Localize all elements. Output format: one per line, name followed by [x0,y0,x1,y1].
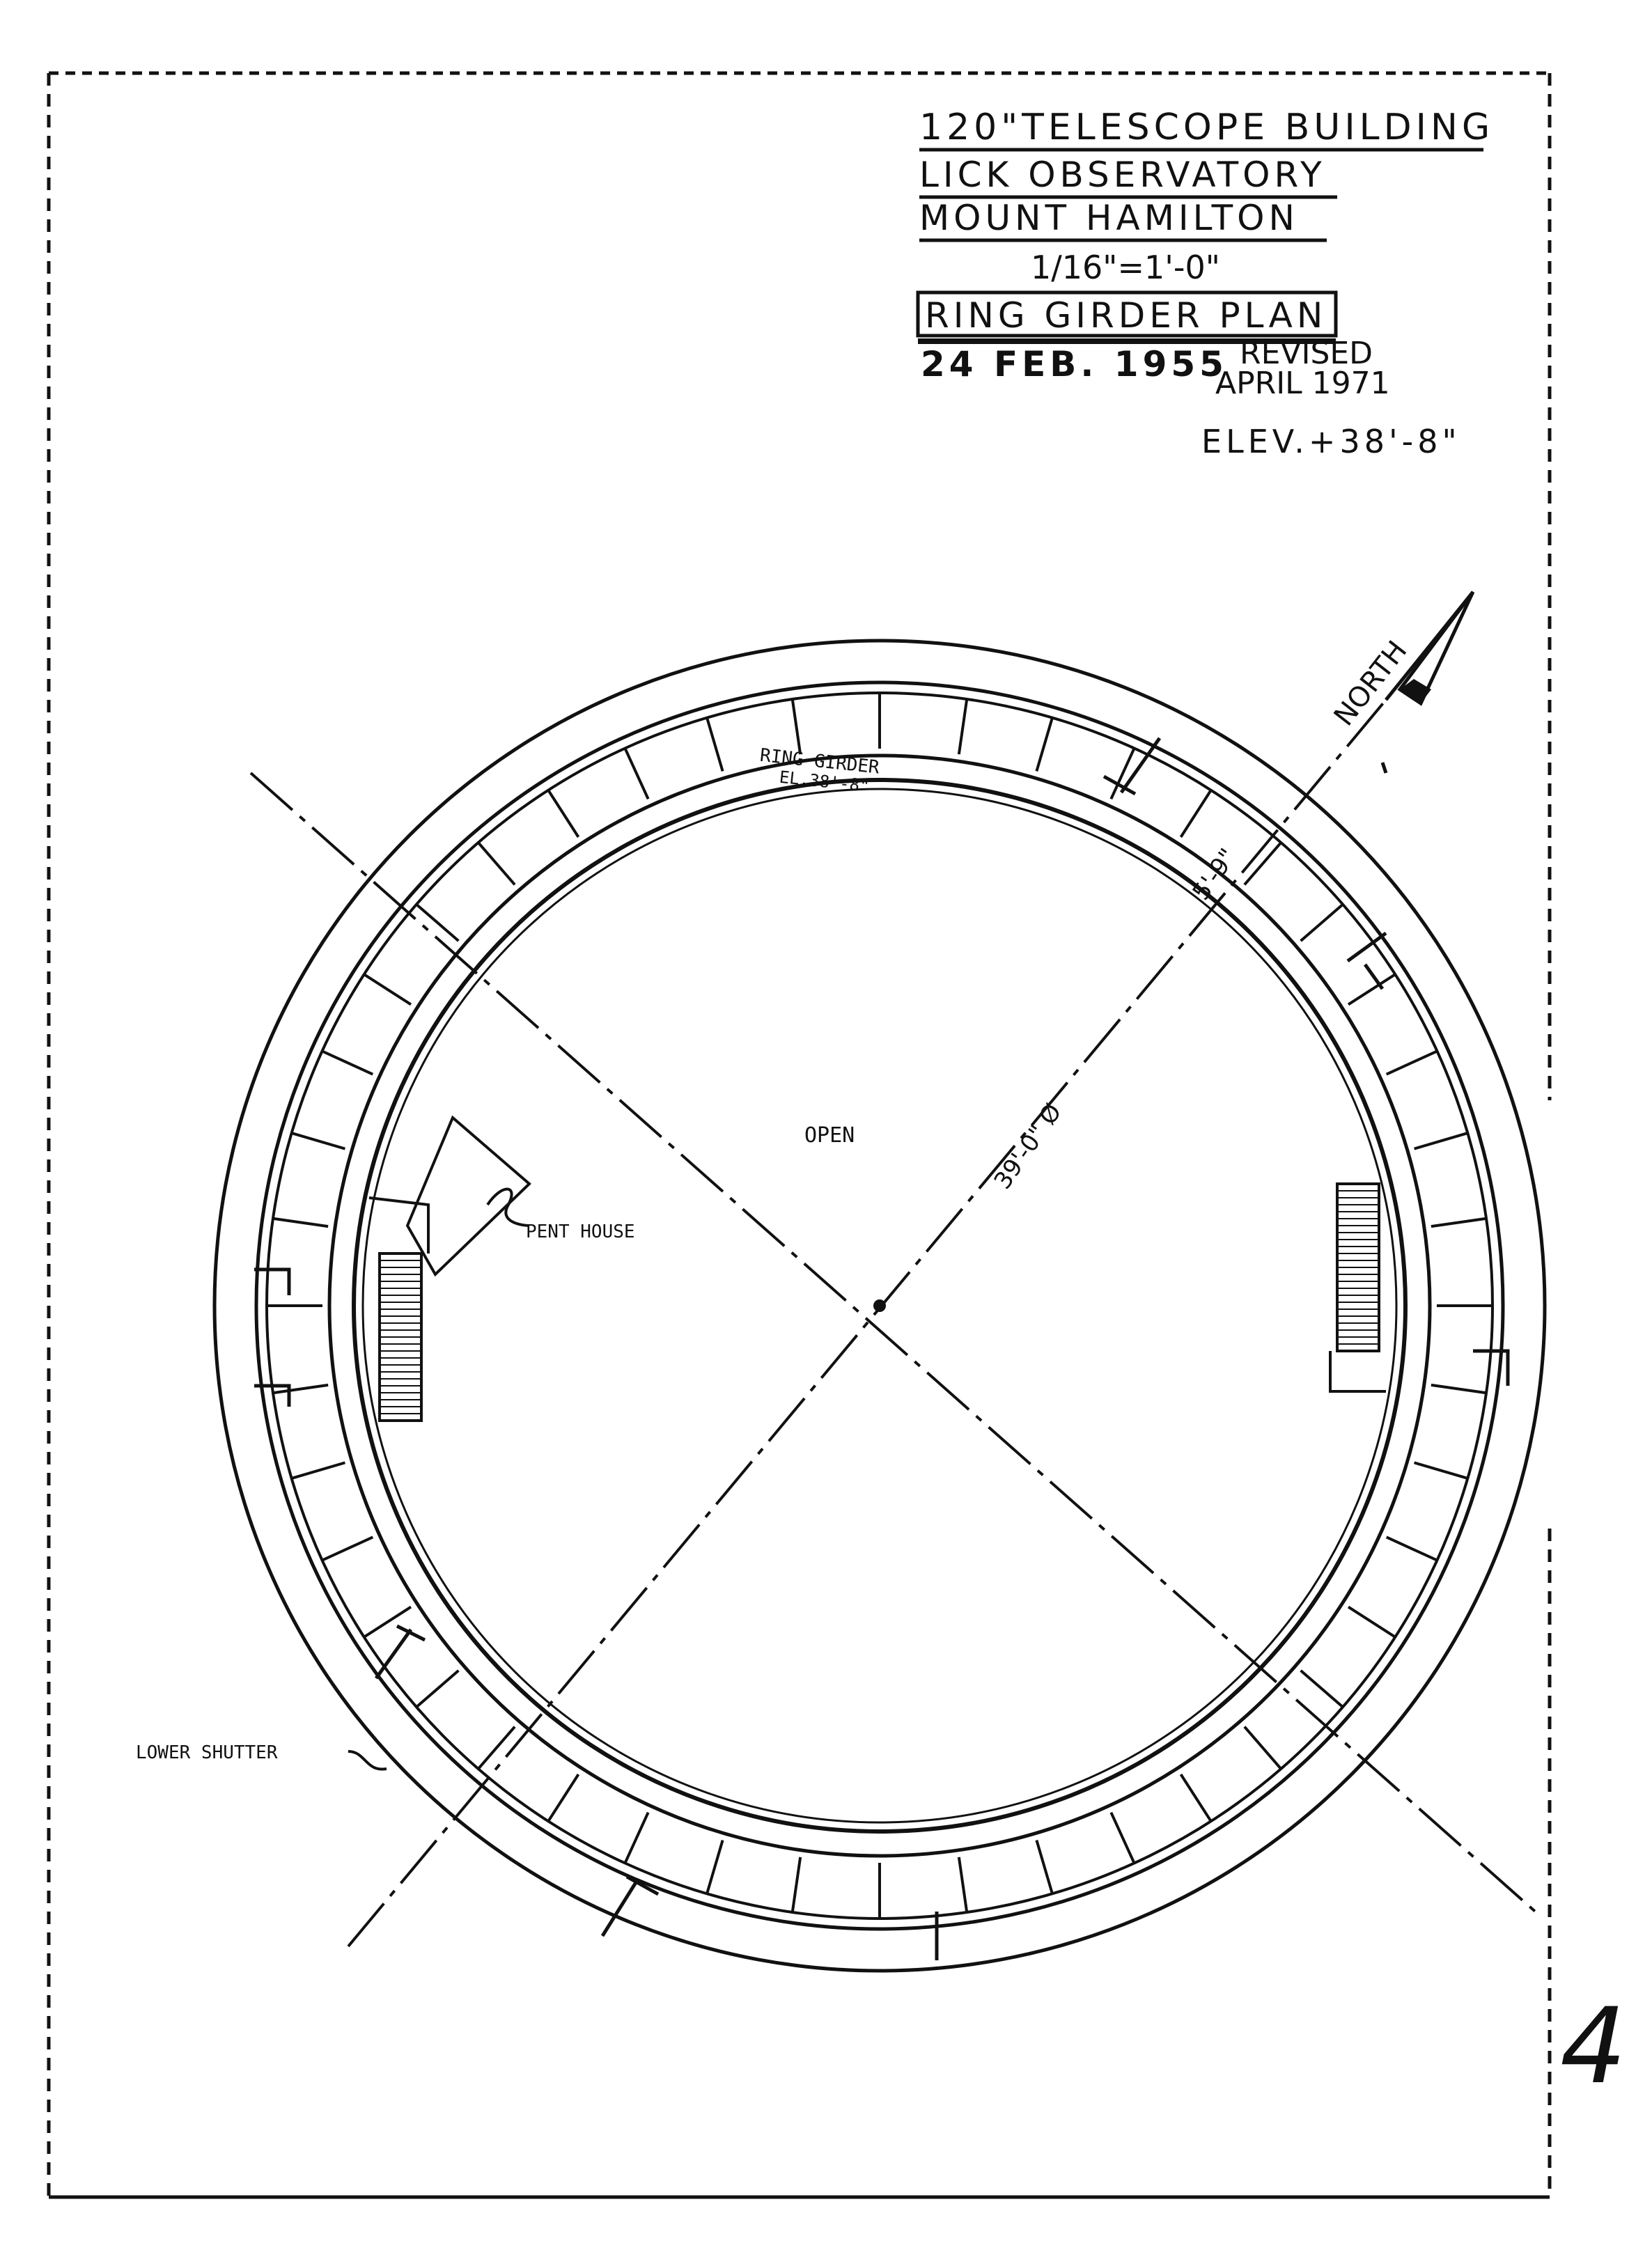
lower-shutter: LOWER SHUTTER [136,1742,387,1771]
girder-segment-tick [1431,1383,1487,1395]
ring-girder-outer-edge [254,680,1505,1931]
girder-segment-tick [477,1726,516,1770]
girder-segment-tick [415,903,460,942]
girder-segment-tick [790,698,802,755]
open-circle-outer [352,778,1408,1834]
sheet-number: 4 [1560,1986,1626,2107]
drawing-date: 24 FEB. 1955 [921,344,1228,384]
open-circle-inner [361,788,1398,1824]
title-line-1: 120"TELESCOPE BUILDING [919,107,1494,148]
scale-note: 1/16"=1'-0" [1031,249,1220,286]
girder-segment-tick [623,1811,650,1864]
girder-segment-tick [1109,1811,1136,1864]
girder-segment-tick [1414,1132,1468,1150]
girder-segment-ticks [265,692,1494,1920]
girder-segment-tick [1035,1840,1054,1894]
girder-segment-tick [272,1217,329,1228]
girder-segment-tick [1347,1605,1396,1639]
plan-name-box [916,290,1338,338]
girder-segment-tick [1243,841,1282,886]
girder-segment-tick [957,698,969,755]
girder-segment-tick [1179,1773,1213,1822]
girder-segment-tick [321,1536,374,1562]
revised-date: APRIL 1971 [1215,366,1390,401]
sheet-border [47,71,1552,2199]
girder-segment-tick [623,747,650,800]
north-arrow-icon: NORTH [1328,591,1475,732]
girder-segment-tick [547,789,580,838]
stair-right [1329,1182,1386,1393]
girder-segment-tick [1414,1461,1468,1480]
girder-segment-tick [291,1461,345,1480]
title-line-3: MOUNT HAMILTON [919,198,1299,238]
girder-segment-tick [790,1857,802,1913]
girder-segment-tick [1179,789,1213,838]
diameter-dimension: 39'-0" Ø [989,1099,1068,1194]
plan-name: RING GIRDER PLAN [925,295,1327,336]
girder-segment-tick [957,1857,969,1913]
girder-segment-tick [477,841,516,886]
girder-segment-tick [706,717,724,772]
ring-girder-inner-edge [327,753,1432,1858]
girder-segment-tick [1300,903,1344,942]
girder-segment-tick [321,1049,374,1076]
girder-segment-tick [1300,1669,1344,1708]
girder-segment-tick [272,1383,329,1395]
girder-segment-tick [706,1840,724,1894]
diagonal-sw-ne [347,698,1387,1948]
open-label: OPEN [804,1123,855,1148]
girder-segment-tick [547,1773,580,1822]
axis-lines [249,698,1541,1948]
girder-segment-tick [363,1605,412,1639]
pent-house: PENT HOUSE [405,1115,635,1277]
girder-segment-tick [1385,1049,1438,1076]
girder-segment-band [265,692,1494,1920]
girder-segment-tick [291,1132,345,1150]
diagonal-nw-se [249,772,1541,1916]
girder-segment-tick [363,973,412,1006]
lower-shutter-label: LOWER SHUTTER [136,1742,278,1763]
shutter-brackets [254,737,1510,1960]
elevation-note: ELEV.+38'-8" [1201,423,1461,460]
title-block: 120"TELESCOPE BUILDING LICK OBSERVATORY … [916,107,1494,460]
center-point [873,1299,886,1312]
pent-house-label: PENT HOUSE [526,1221,635,1242]
girder-segment-tick [415,1669,460,1708]
girder-segment-tick [1243,1726,1282,1770]
outer-dome-circle [212,639,1547,1973]
girder-segment-tick [1385,1536,1438,1562]
girder-segment-tick [1109,747,1136,800]
girder-segment-tick [1431,1217,1487,1228]
girder-segment-tick [1035,717,1054,772]
revised-label: REVISED [1240,336,1373,371]
stair-left [368,1196,430,1422]
girder-segment-tick [1347,973,1396,1006]
title-line-2: LICK OBSERVATORY [919,155,1326,195]
